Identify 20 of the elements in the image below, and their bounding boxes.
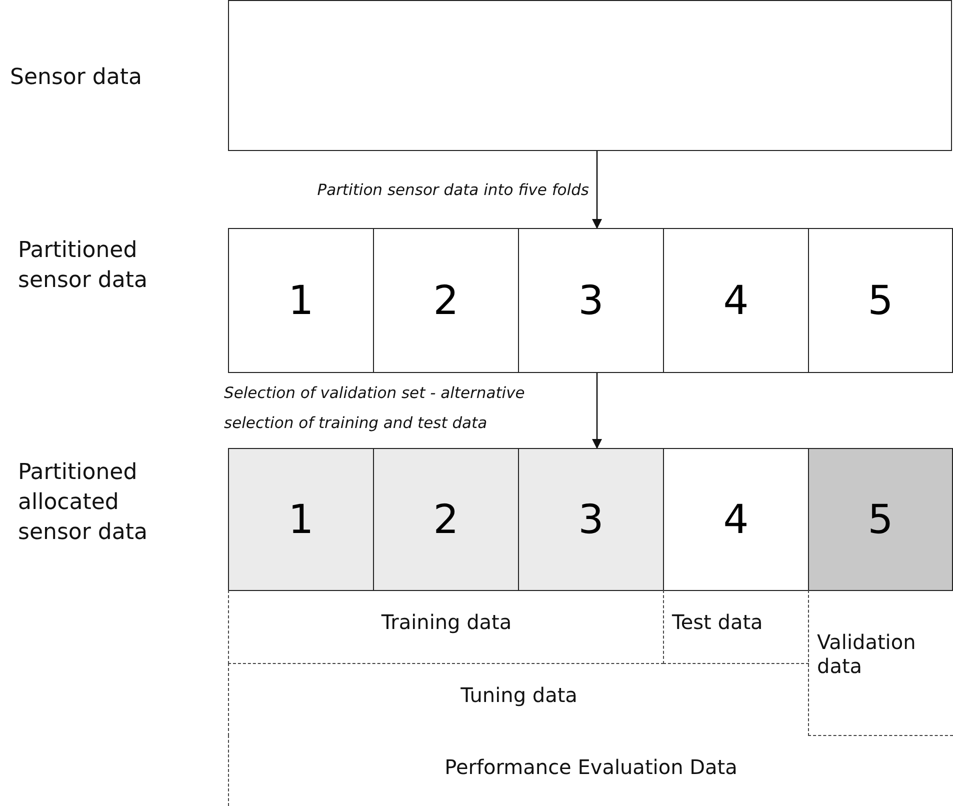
data-region: Performance Evaluation Data (228, 735, 953, 806)
row-label: Partitioned allocated sensor data (18, 459, 148, 547)
row-label: Sensor data (10, 64, 143, 92)
row-label: Partitioned sensor data (18, 237, 148, 295)
arrow (592, 151, 602, 229)
fold-cell: 1 (228, 228, 374, 373)
fold-cell: 3 (518, 448, 664, 591)
fold-cell: 5 (808, 228, 953, 373)
fold-cell: 2 (373, 448, 519, 591)
fold-cell: 4 (663, 448, 809, 591)
fold-cell: 1 (228, 448, 374, 591)
arrow (592, 373, 602, 449)
data-region: Training data (228, 590, 664, 664)
fold-cell: 4 (663, 228, 809, 373)
fold-cell: 2 (373, 228, 519, 373)
fold-cell: 5 (808, 448, 953, 591)
fold-cell: 3 (518, 228, 664, 373)
data-region: Validation data (808, 590, 953, 736)
data-region: Test data (663, 590, 809, 664)
data-region: Tuning data (228, 663, 809, 736)
